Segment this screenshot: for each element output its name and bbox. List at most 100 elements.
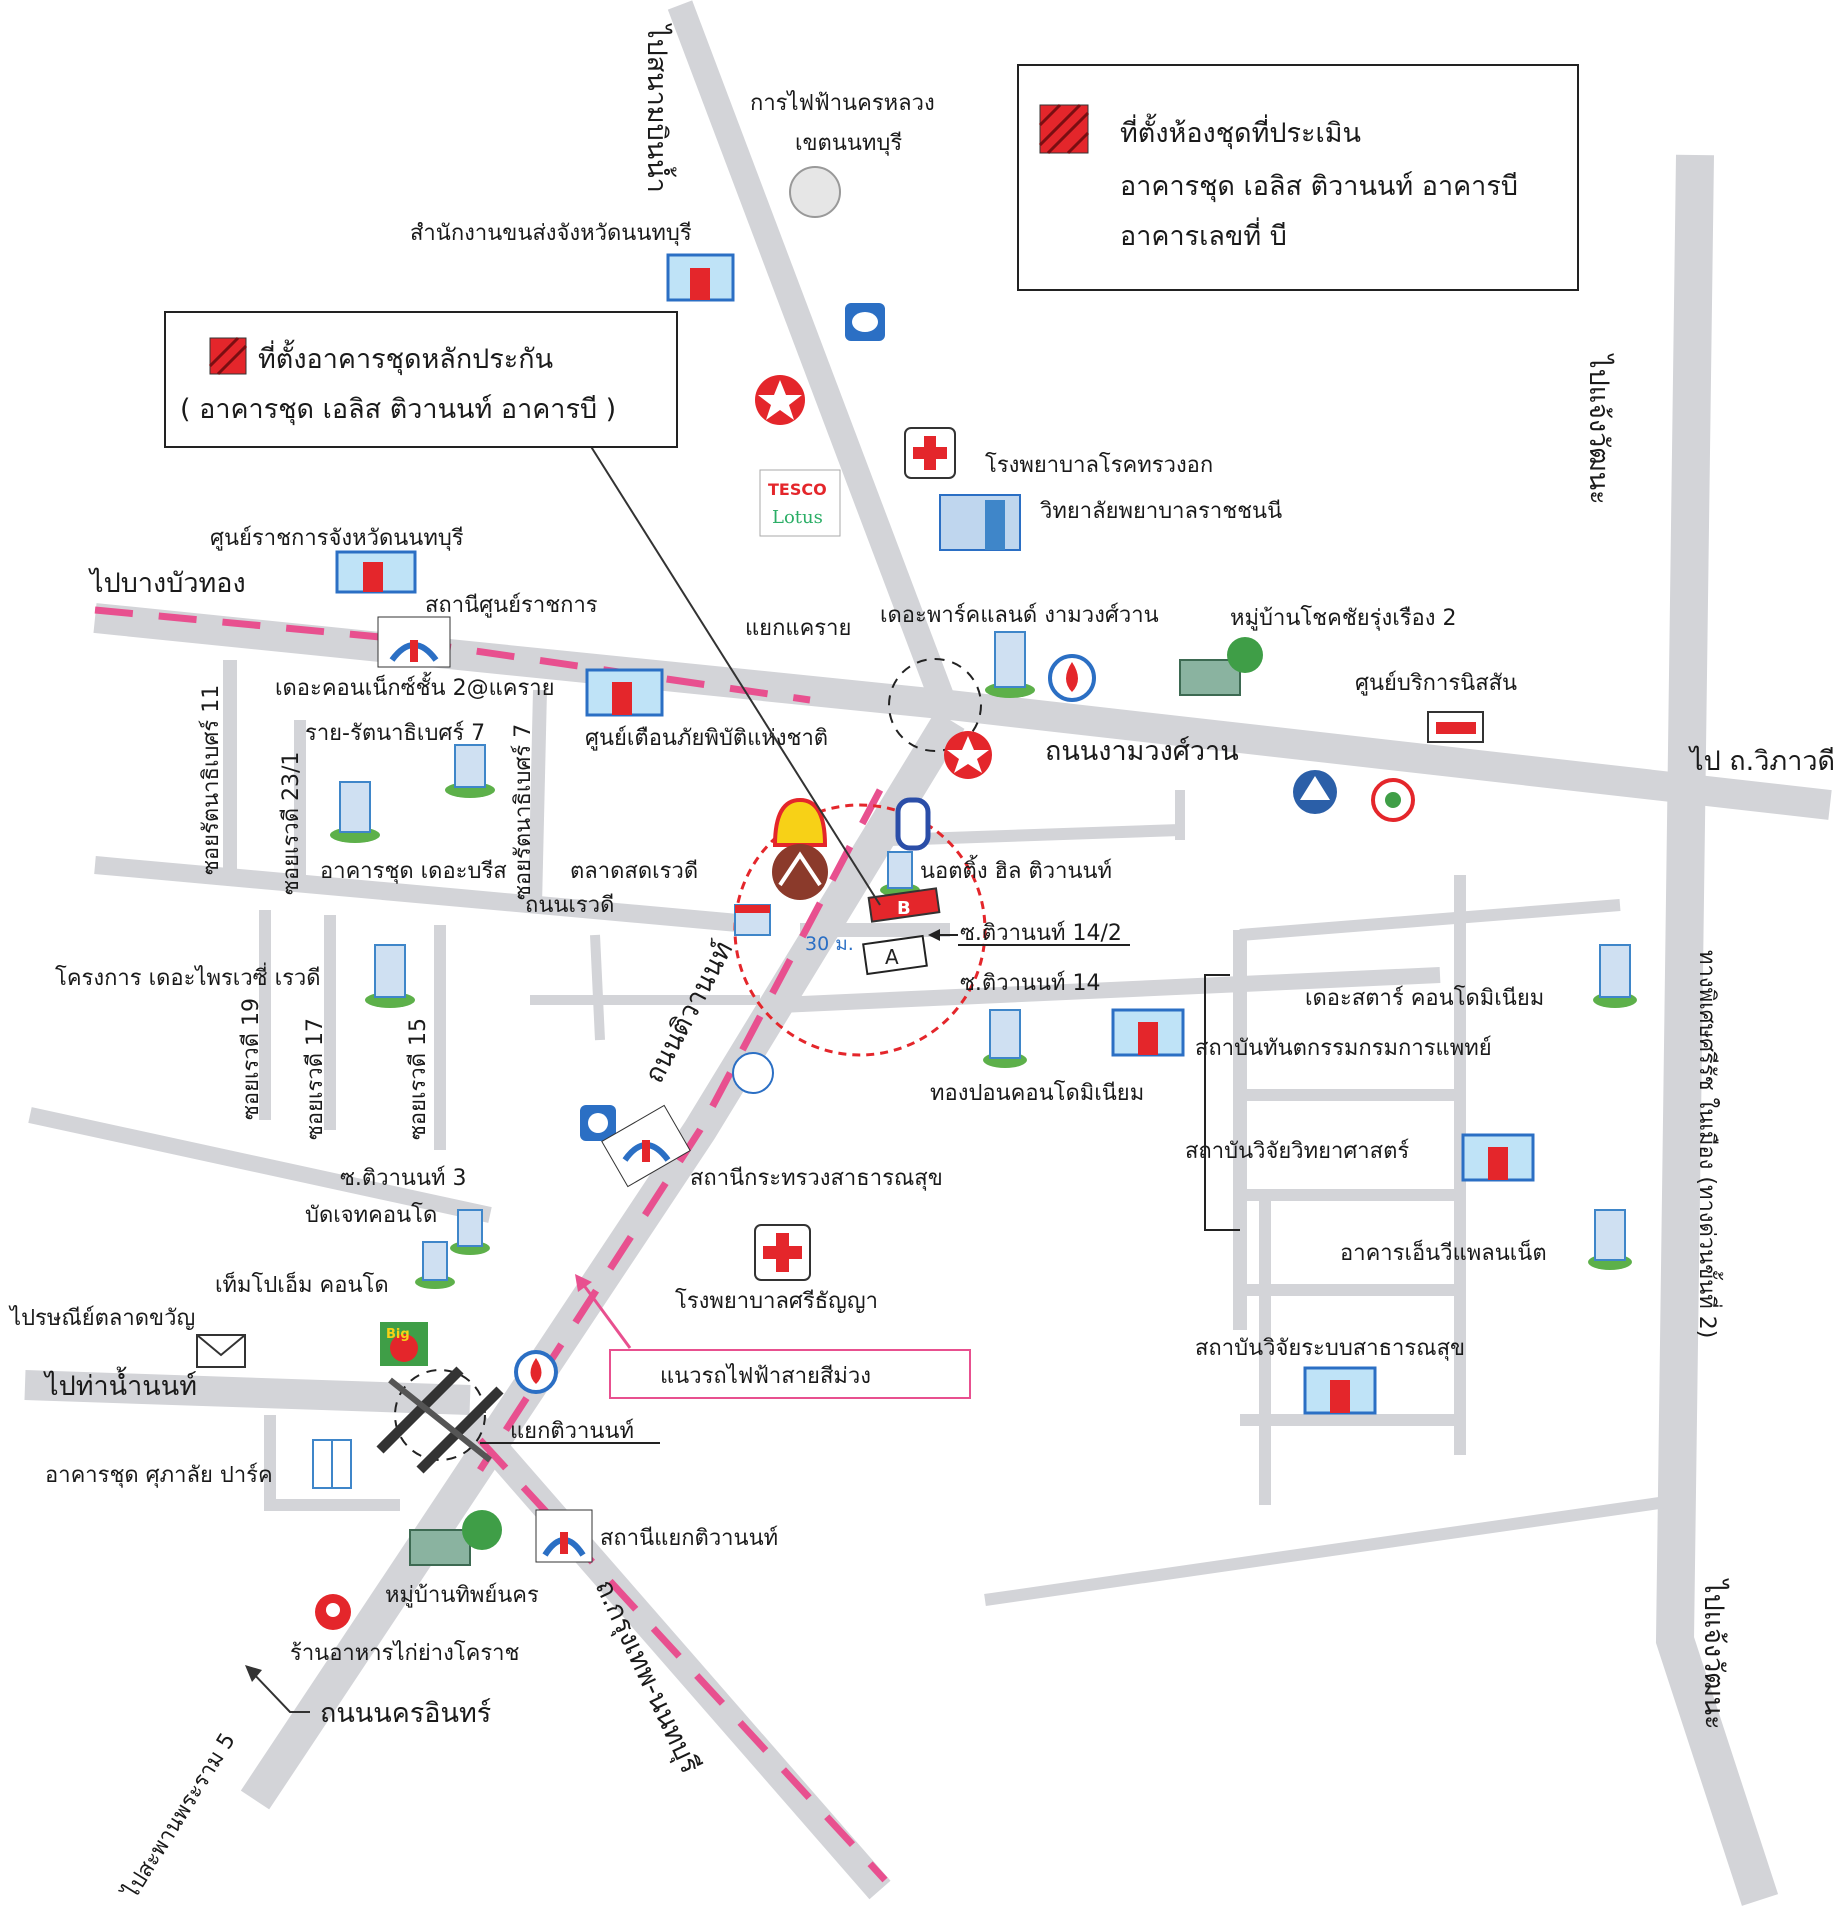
- label-health-institute: สถาบันวิจัยระบบสาธารณสุข: [1195, 1336, 1465, 1361]
- soi-14-2-arrowhead: [928, 929, 940, 941]
- srithanya-hospital-cross-icon: [754, 1224, 811, 1281]
- nakhon-in-pointer: [249, 1669, 310, 1713]
- dental-institute-building-icon: [1111, 1008, 1185, 1057]
- road-label-ngamwongwan: ถนนงามวงศ์วาน: [1045, 735, 1239, 767]
- subject-unit-line-3: อาคารเลขที่ บี: [1120, 217, 1287, 252]
- label-supalai: อาคารชุด ศุภาลัย ปาร์ค: [45, 1463, 273, 1488]
- road-to-pier: [667, 0, 963, 725]
- collateral-swatch: [209, 337, 247, 375]
- road-label-soi-rewadi-23-1: ซอยเรวดี 23/1: [279, 752, 304, 895]
- subject-unit-line-2: อาคารชุด เอลิส ติวานนท์ อาคารบี: [1120, 170, 1518, 203]
- road-soi-tiwanon-14: [779, 967, 1441, 1013]
- gsb-bank-icon: [580, 1105, 616, 1141]
- transport-office-building-icon: [666, 253, 735, 302]
- caltex-star-icon: [755, 375, 805, 425]
- tiwanon-junction-ring: [394, 1369, 486, 1461]
- bangkok-bank-icon: [1293, 770, 1337, 814]
- road-soi-rattanathibet-7: [528, 689, 547, 906]
- supalai-building-icon: [312, 1439, 352, 1489]
- purple-line-legend-text: แนวรถไฟฟ้าสายสีม่วง: [660, 1363, 871, 1389]
- road-to-tha-nam-non: [24, 1370, 471, 1415]
- label-transport-office: สำนักงานขนส่งจังหวัดนนทบุรี: [410, 221, 692, 246]
- collateral-legend: ที่ตั้งอาคารชุดหลักประกัน ( อาคารชุด เอล…: [164, 311, 678, 448]
- subject-unit-legend: ที่ตั้งห้องชุดที่ประเมิน อาคารชุด เอลิส …: [1017, 64, 1579, 291]
- subject-plot-marker: B: [867, 887, 941, 923]
- science-institute-building-icon: [1461, 1133, 1535, 1182]
- ptt-fuel-icon: [1048, 654, 1096, 702]
- label-thip-nakhon: หมู่บ้านทิพย์นคร: [385, 1583, 539, 1608]
- road-grid-right-9: [984, 1494, 1681, 1606]
- purple-line-legend: แนวรถไฟฟ้าสายสีม่วง: [609, 1349, 971, 1399]
- chest-hospital-cross-icon: [904, 427, 956, 479]
- road-soi-northeast: [889, 824, 1181, 846]
- leaf-logo-icon: [845, 303, 885, 341]
- lotus-text: Lotus: [772, 507, 823, 528]
- label-tiwanon-junction: แยกติวานนท์: [510, 1419, 634, 1444]
- label-moph-station: สถานีกระทรวงสาธารณสุข: [690, 1166, 943, 1191]
- ptt-tiwanon-icon: [514, 1350, 558, 1394]
- road-grid-right-3: [1239, 899, 1621, 941]
- label-thong-pon: ทองปอนคอนโดมิเนียม: [930, 1080, 1144, 1106]
- collateral-line-1: ที่ตั้งอาคารชุดหลักประกัน: [258, 339, 553, 376]
- label-khae-rai: แยกแคราย: [745, 616, 851, 641]
- subject-unit-line-1: ที่ตั้งห้องชุดที่ประเมิน: [1120, 113, 1361, 150]
- road-label-soi-tiwanon-14: ซ.ติวานนท์ 14: [960, 971, 1101, 996]
- big-c-text: Big: [386, 1327, 410, 1342]
- big-c-logo-icon: Big: [380, 1322, 428, 1366]
- collateral-line-2: ( อาคารชุด เอลิส ติวานนท์ อาคารบี ): [180, 393, 616, 426]
- label-pea: การไฟฟ้านครหลวง: [750, 90, 935, 116]
- road-label-soi-rewadi-15: ซอยเรวดี 15: [406, 1018, 431, 1140]
- label-park-land: เดอะพาร์คแลนด์ งามวงศ์วาน: [880, 603, 1159, 628]
- road-label-soi-rewadi-17: ซอยเรวดี 17: [303, 1018, 328, 1140]
- collateral-leader-line: [589, 444, 881, 906]
- road-label-to-chaeng-bottom: ไปแจ้งวัฒนะ: [1698, 1578, 1729, 1730]
- purple-line-pointer: [578, 1279, 632, 1349]
- label-chest-hospital: โรงพยาบาลโรคทรวงอก: [985, 452, 1213, 478]
- label-privacy: โครงการ เดอะไพรเวซี่ เรวดี: [55, 962, 321, 991]
- label-pea-2: เขตนนทบุรี: [795, 131, 902, 156]
- plot-b-label: B: [897, 898, 911, 919]
- label-tiwanon-station: สถานีแยกติวานนท์: [600, 1526, 778, 1551]
- nissan-service-icon: [1427, 711, 1484, 743]
- label-connect: เดอะคอนเน็กซ์ชั้น 2@แคราย: [275, 672, 555, 701]
- market-stall-icon: [734, 904, 771, 936]
- road-grid-left-bottom: [264, 1415, 400, 1511]
- road-soi-extra: [590, 934, 605, 1041]
- khae-rai-junction-ring: [888, 658, 982, 752]
- subject-unit-swatch: [1039, 104, 1089, 154]
- label-disaster-center: ศูนย์เตือนภัยพิบัติแห่งชาติ: [585, 726, 828, 751]
- nakhon-in-pointer-head: [245, 1665, 262, 1682]
- label-rai-rattana: ราย-รัตนาธิเบศร์ 7: [305, 721, 485, 746]
- road-label-to-chaeng-watthana: ไปแจ้งวัฒนะ: [1583, 353, 1614, 505]
- institute-bracket: [1204, 974, 1240, 1231]
- road-label-soi-tiwanon-3: ซ.ติวานนท์ 3: [340, 1166, 467, 1191]
- purple-line-pointer-head: [575, 1274, 592, 1292]
- road-label-soi-rattanathibet-7: ซอยรัตนาธิเบศร์ 7: [511, 724, 536, 900]
- gov-center-building-icon: [335, 550, 417, 594]
- label-the-star: เดอะสตาร์ คอนโดมิเนียม: [1305, 985, 1544, 1011]
- road-rewadi: [94, 856, 761, 934]
- label-gov-center: ศูนย์ราชการจังหวัดนนทบุรี: [210, 526, 464, 551]
- road-label-nakhon-in: ถนนนครอินทร์: [320, 1697, 491, 1729]
- nursing-college-building-icon: [939, 494, 1021, 551]
- road-label-to-tha-nam-non: ไปท่าน้ำนนท์: [43, 1366, 197, 1402]
- chok-chai-village-icon: [1179, 637, 1263, 696]
- road-soi-tiwanon-3: [28, 1107, 492, 1223]
- rewadi-market-logo-icon: [772, 844, 828, 900]
- korat-chicken-icon: [315, 1594, 351, 1630]
- label-tempo: เท็มโปเอ็ม คอนโด: [215, 1270, 389, 1298]
- label-rewadi-market: ตลาดสดเรวดี: [570, 859, 698, 884]
- road-expressway: [1655, 154, 1779, 1906]
- label-nursing-college: วิทยาลัยพยาบาลราชชนนี: [1039, 499, 1282, 524]
- rai-rattana-condo-icon: [445, 744, 495, 798]
- park-land-condo-icon: [985, 631, 1035, 698]
- tempo-condo-icon: [415, 1241, 455, 1289]
- marker-a-label: A: [885, 945, 899, 969]
- budget-condo-icon: [450, 1209, 490, 1255]
- road-label-soi-rewadi-19: ซอยเรวดี 19: [239, 998, 264, 1120]
- label-gov-station: สถานีศูนย์ราชการ: [425, 593, 598, 618]
- pea-seal-icon: [789, 166, 841, 218]
- health-institute-building-icon: [1303, 1366, 1377, 1415]
- moph-station-logo-icon: [601, 1104, 691, 1188]
